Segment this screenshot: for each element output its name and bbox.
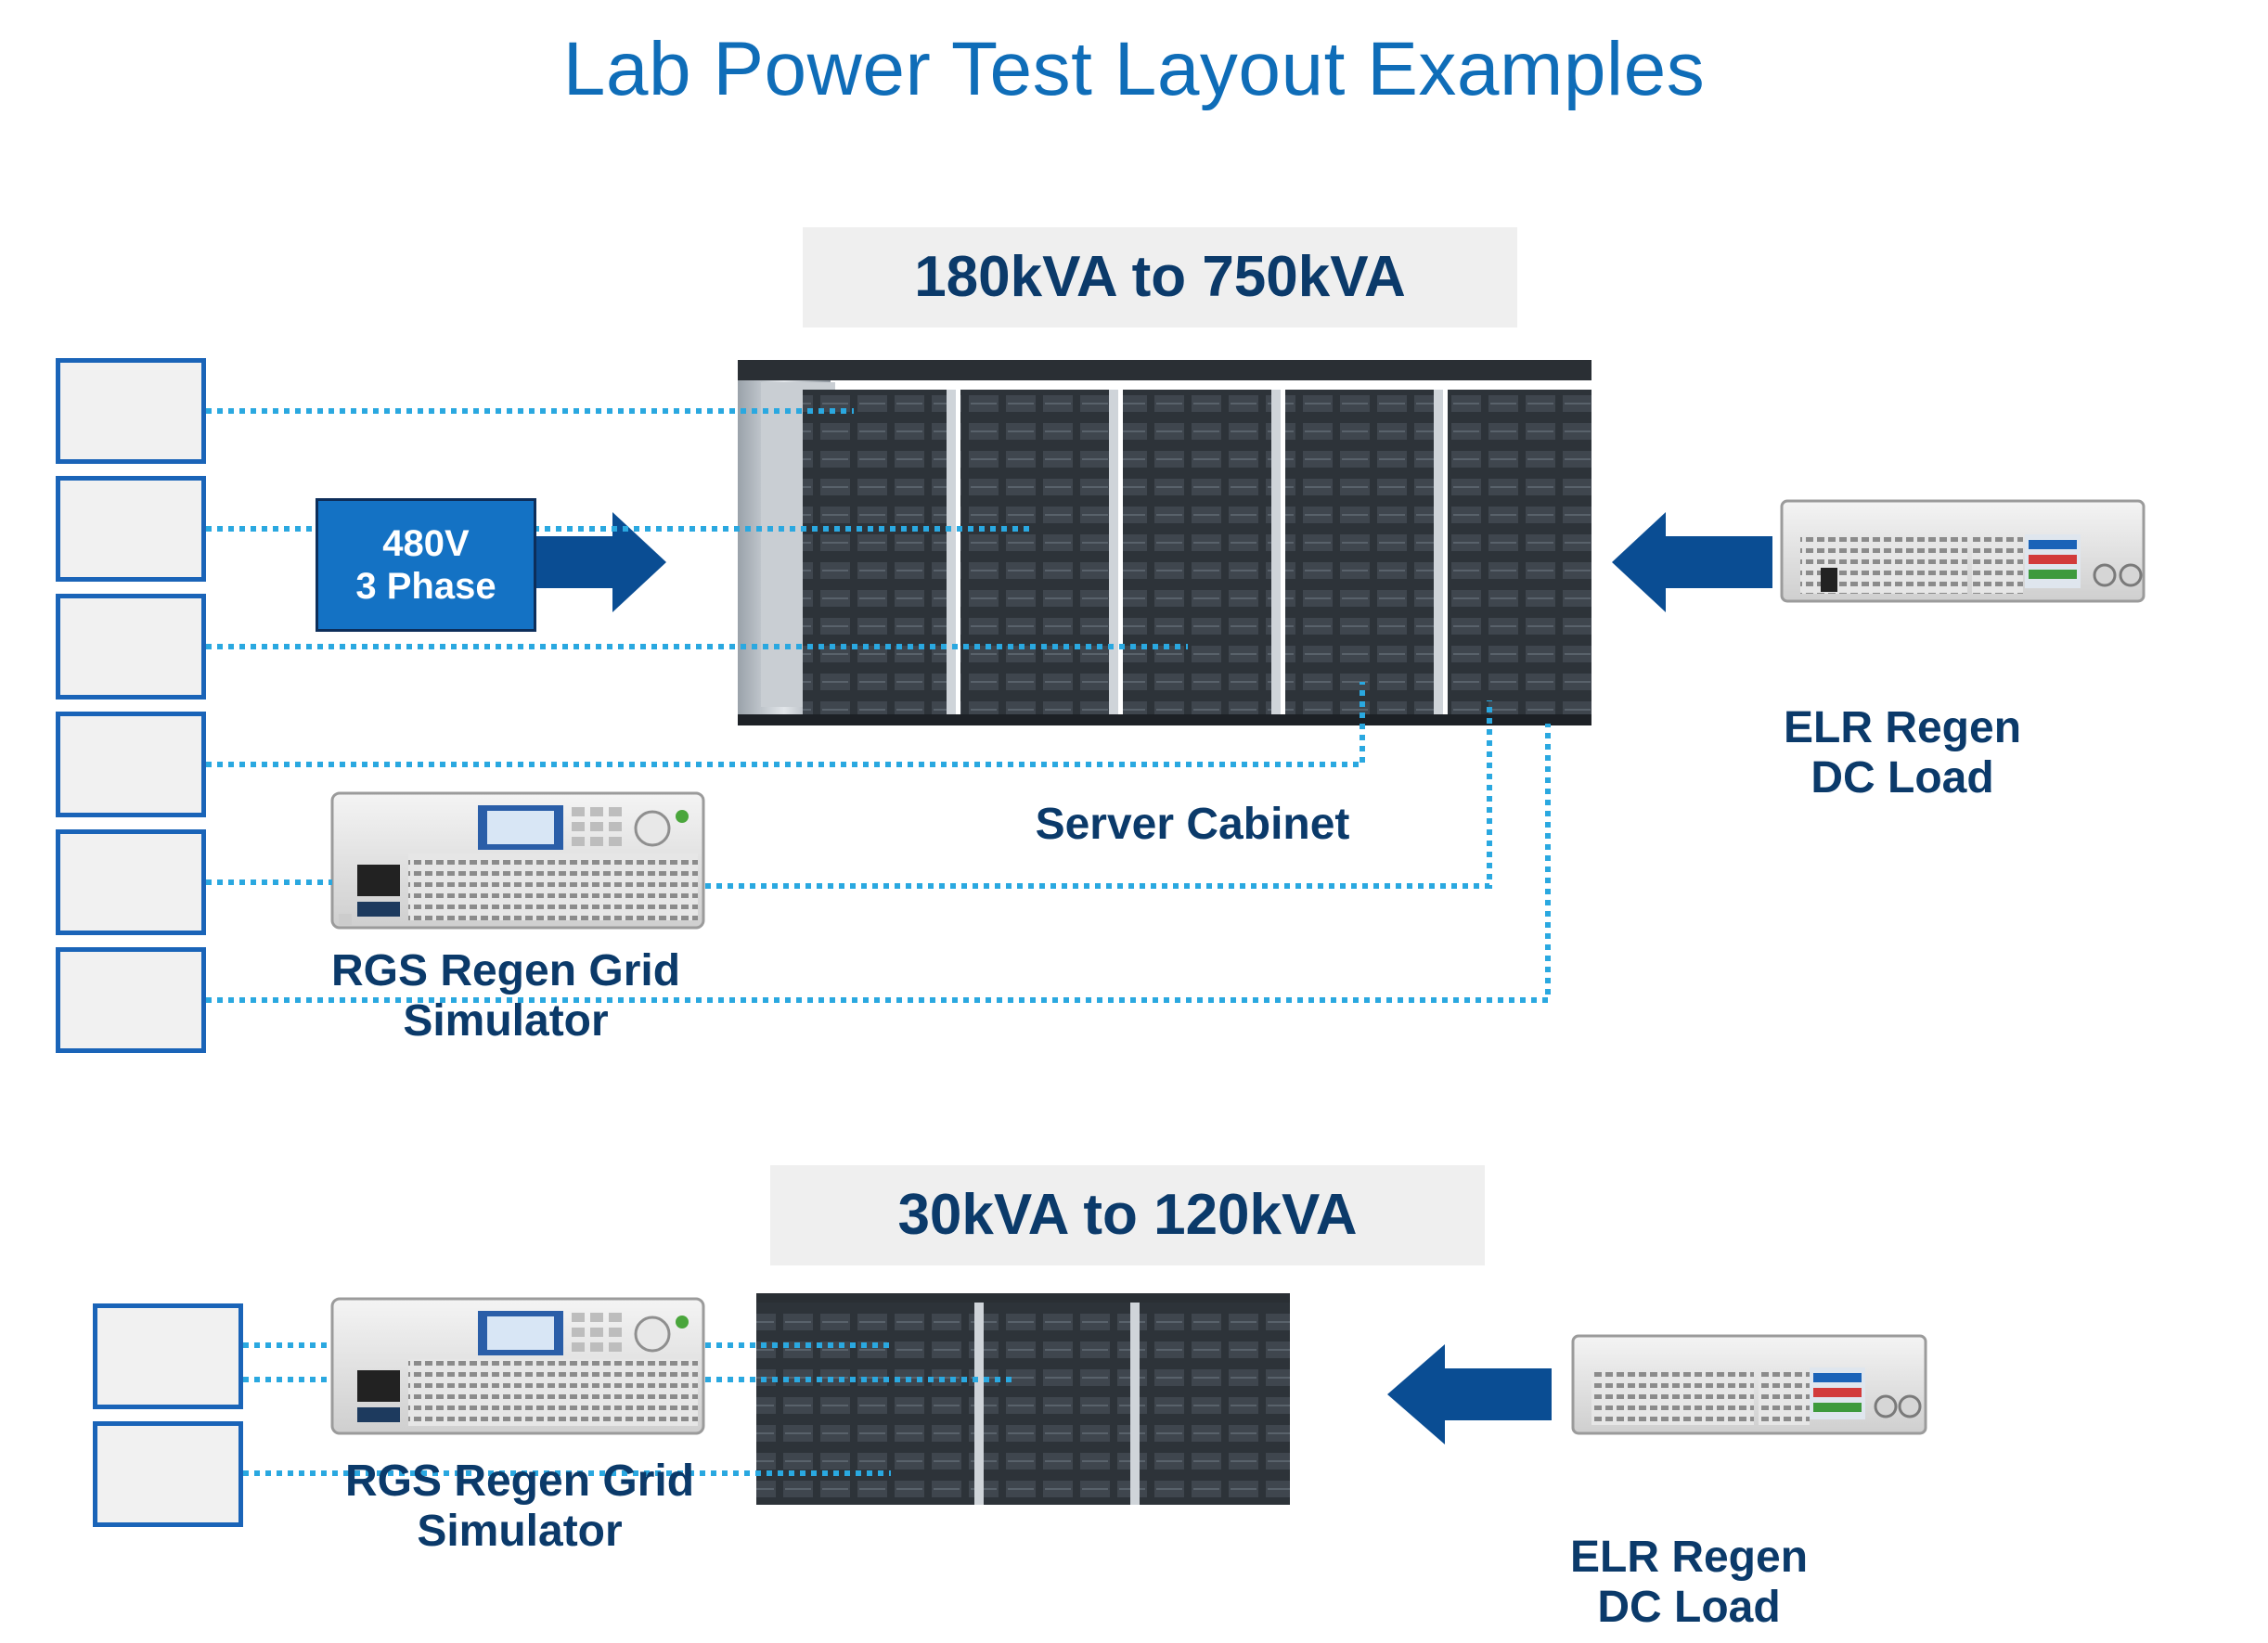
elr-label-top: ELR Regen DC Load (1726, 703, 2079, 803)
grid-simulator-icon (330, 791, 705, 930)
rgs-label-top-line2: Simulator (403, 996, 609, 1046)
rgs-label-bottom-line1: RGS Regen Grid (344, 1457, 695, 1506)
elr-label-top-line1: ELR Regen (1783, 703, 2022, 752)
bottom-outlet-2 (93, 1421, 243, 1527)
server-cabinet-label: Server Cabinet (1035, 800, 1350, 849)
rgs-label-top-line1: RGS Regen Grid (330, 946, 681, 995)
elr-label-bottom-line2: DC Load (1597, 1583, 1781, 1632)
rgs-label-bottom: RGS Regen Grid Simulator (316, 1457, 724, 1557)
top-range-label: 180kVA to 750kVA (803, 227, 1517, 327)
dc-load-icon (1780, 499, 2146, 603)
elr-label-bottom: ELR Regen DC Load (1513, 1533, 1865, 1633)
top-outlet-3 (56, 594, 206, 700)
connection-lines-top (206, 408, 1551, 1003)
grid-simulator-icon (330, 1297, 705, 1435)
top-outlet-6 (56, 947, 206, 1053)
elr-label-top-line2: DC Load (1811, 753, 1994, 802)
elr-label-bottom-line1: ELR Regen (1569, 1533, 1809, 1582)
arrow-right-icon (531, 512, 666, 612)
page-title: Lab Power Test Layout Examples (562, 27, 1706, 111)
supply-label-line2: 3 Phase (355, 566, 496, 607)
bottom-outlet-1 (93, 1303, 243, 1409)
top-outlet-4 (56, 712, 206, 817)
top-outlet-1 (56, 358, 206, 464)
arrow-left-icon (1612, 512, 1772, 612)
bottom-range-label: 30kVA to 120kVA (770, 1165, 1485, 1265)
supply-480v-box: 480V 3 Phase (316, 498, 536, 632)
dc-load-icon (1571, 1334, 1927, 1435)
arrow-left-icon (1387, 1344, 1552, 1444)
supply-label-line1: 480V (382, 523, 470, 564)
connection-lines-bottom (243, 1342, 1016, 1476)
top-outlet-5 (56, 829, 206, 935)
server-rack-icon (738, 360, 1591, 725)
rgs-label-bottom-line2: Simulator (417, 1507, 623, 1556)
top-outlet-2 (56, 476, 206, 582)
rgs-label-top: RGS Regen Grid Simulator (302, 946, 710, 1046)
